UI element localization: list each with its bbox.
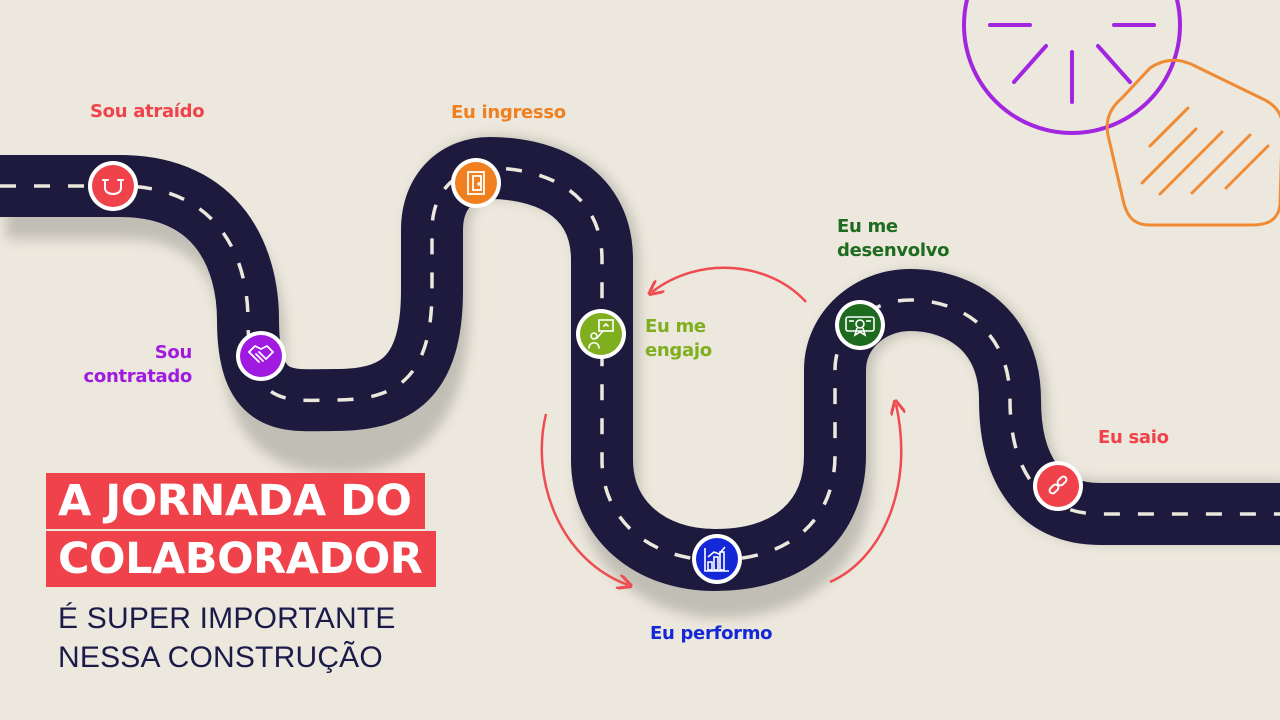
arrow-perform-to-develop <box>829 404 901 584</box>
stage-marker-develop[interactable] <box>835 300 885 350</box>
arrow-engage-to-perform <box>540 413 628 585</box>
title-line-1: A JORNADA DO <box>46 473 426 529</box>
bar-chart-icon <box>704 546 729 572</box>
stage-label-perform: Eu performo <box>650 623 773 644</box>
stage-label-leave: Eu saio <box>1098 427 1169 448</box>
broken-link-icon <box>1048 475 1068 495</box>
presentation-icon <box>588 319 614 349</box>
road-center-line <box>0 166 1280 562</box>
certificate-icon <box>845 316 875 337</box>
stage-marker-engage[interactable] <box>576 309 626 359</box>
title-line-2: COLABORADOR <box>46 531 437 587</box>
decor-hatched-pentagon <box>1105 58 1280 227</box>
stage-label-develop-line2: desenvolvo <box>837 240 950 261</box>
handshake-icon <box>248 345 274 363</box>
stage-label-develop-line1: Eu me <box>837 216 898 237</box>
decor-sun-circle <box>962 0 1182 135</box>
stage-marker-leave[interactable] <box>1033 461 1083 511</box>
stage-marker-hired[interactable] <box>236 331 286 381</box>
stage-marker-join[interactable] <box>451 158 501 208</box>
stage-label-hired-line1: Sou <box>154 342 193 363</box>
magnet-icon <box>102 179 124 195</box>
stage-label-join: Eu ingresso <box>451 102 566 123</box>
subtitle-line-1: É SUPER IMPORTANTE <box>58 602 396 635</box>
subtitle-line-2: NESSA CONSTRUÇÃO <box>58 641 383 674</box>
stage-marker-attracted[interactable] <box>88 161 138 211</box>
stage-label-attracted: Sou atraído <box>90 101 205 122</box>
stage-label-engage-line1: Eu me <box>645 316 706 337</box>
stage-marker-perform[interactable] <box>692 534 742 584</box>
stage-label-develop: Eu me desenvolvo <box>837 215 950 263</box>
stage-label-hired-line2: contratado <box>83 366 193 387</box>
door-icon <box>467 171 485 195</box>
stage-label-hired: Sou contratado <box>68 341 193 389</box>
stage-label-engage-line2: engajo <box>645 340 712 361</box>
arrow-develop-to-engage <box>652 266 807 303</box>
stage-label-engage: Eu me engajo <box>645 315 712 363</box>
